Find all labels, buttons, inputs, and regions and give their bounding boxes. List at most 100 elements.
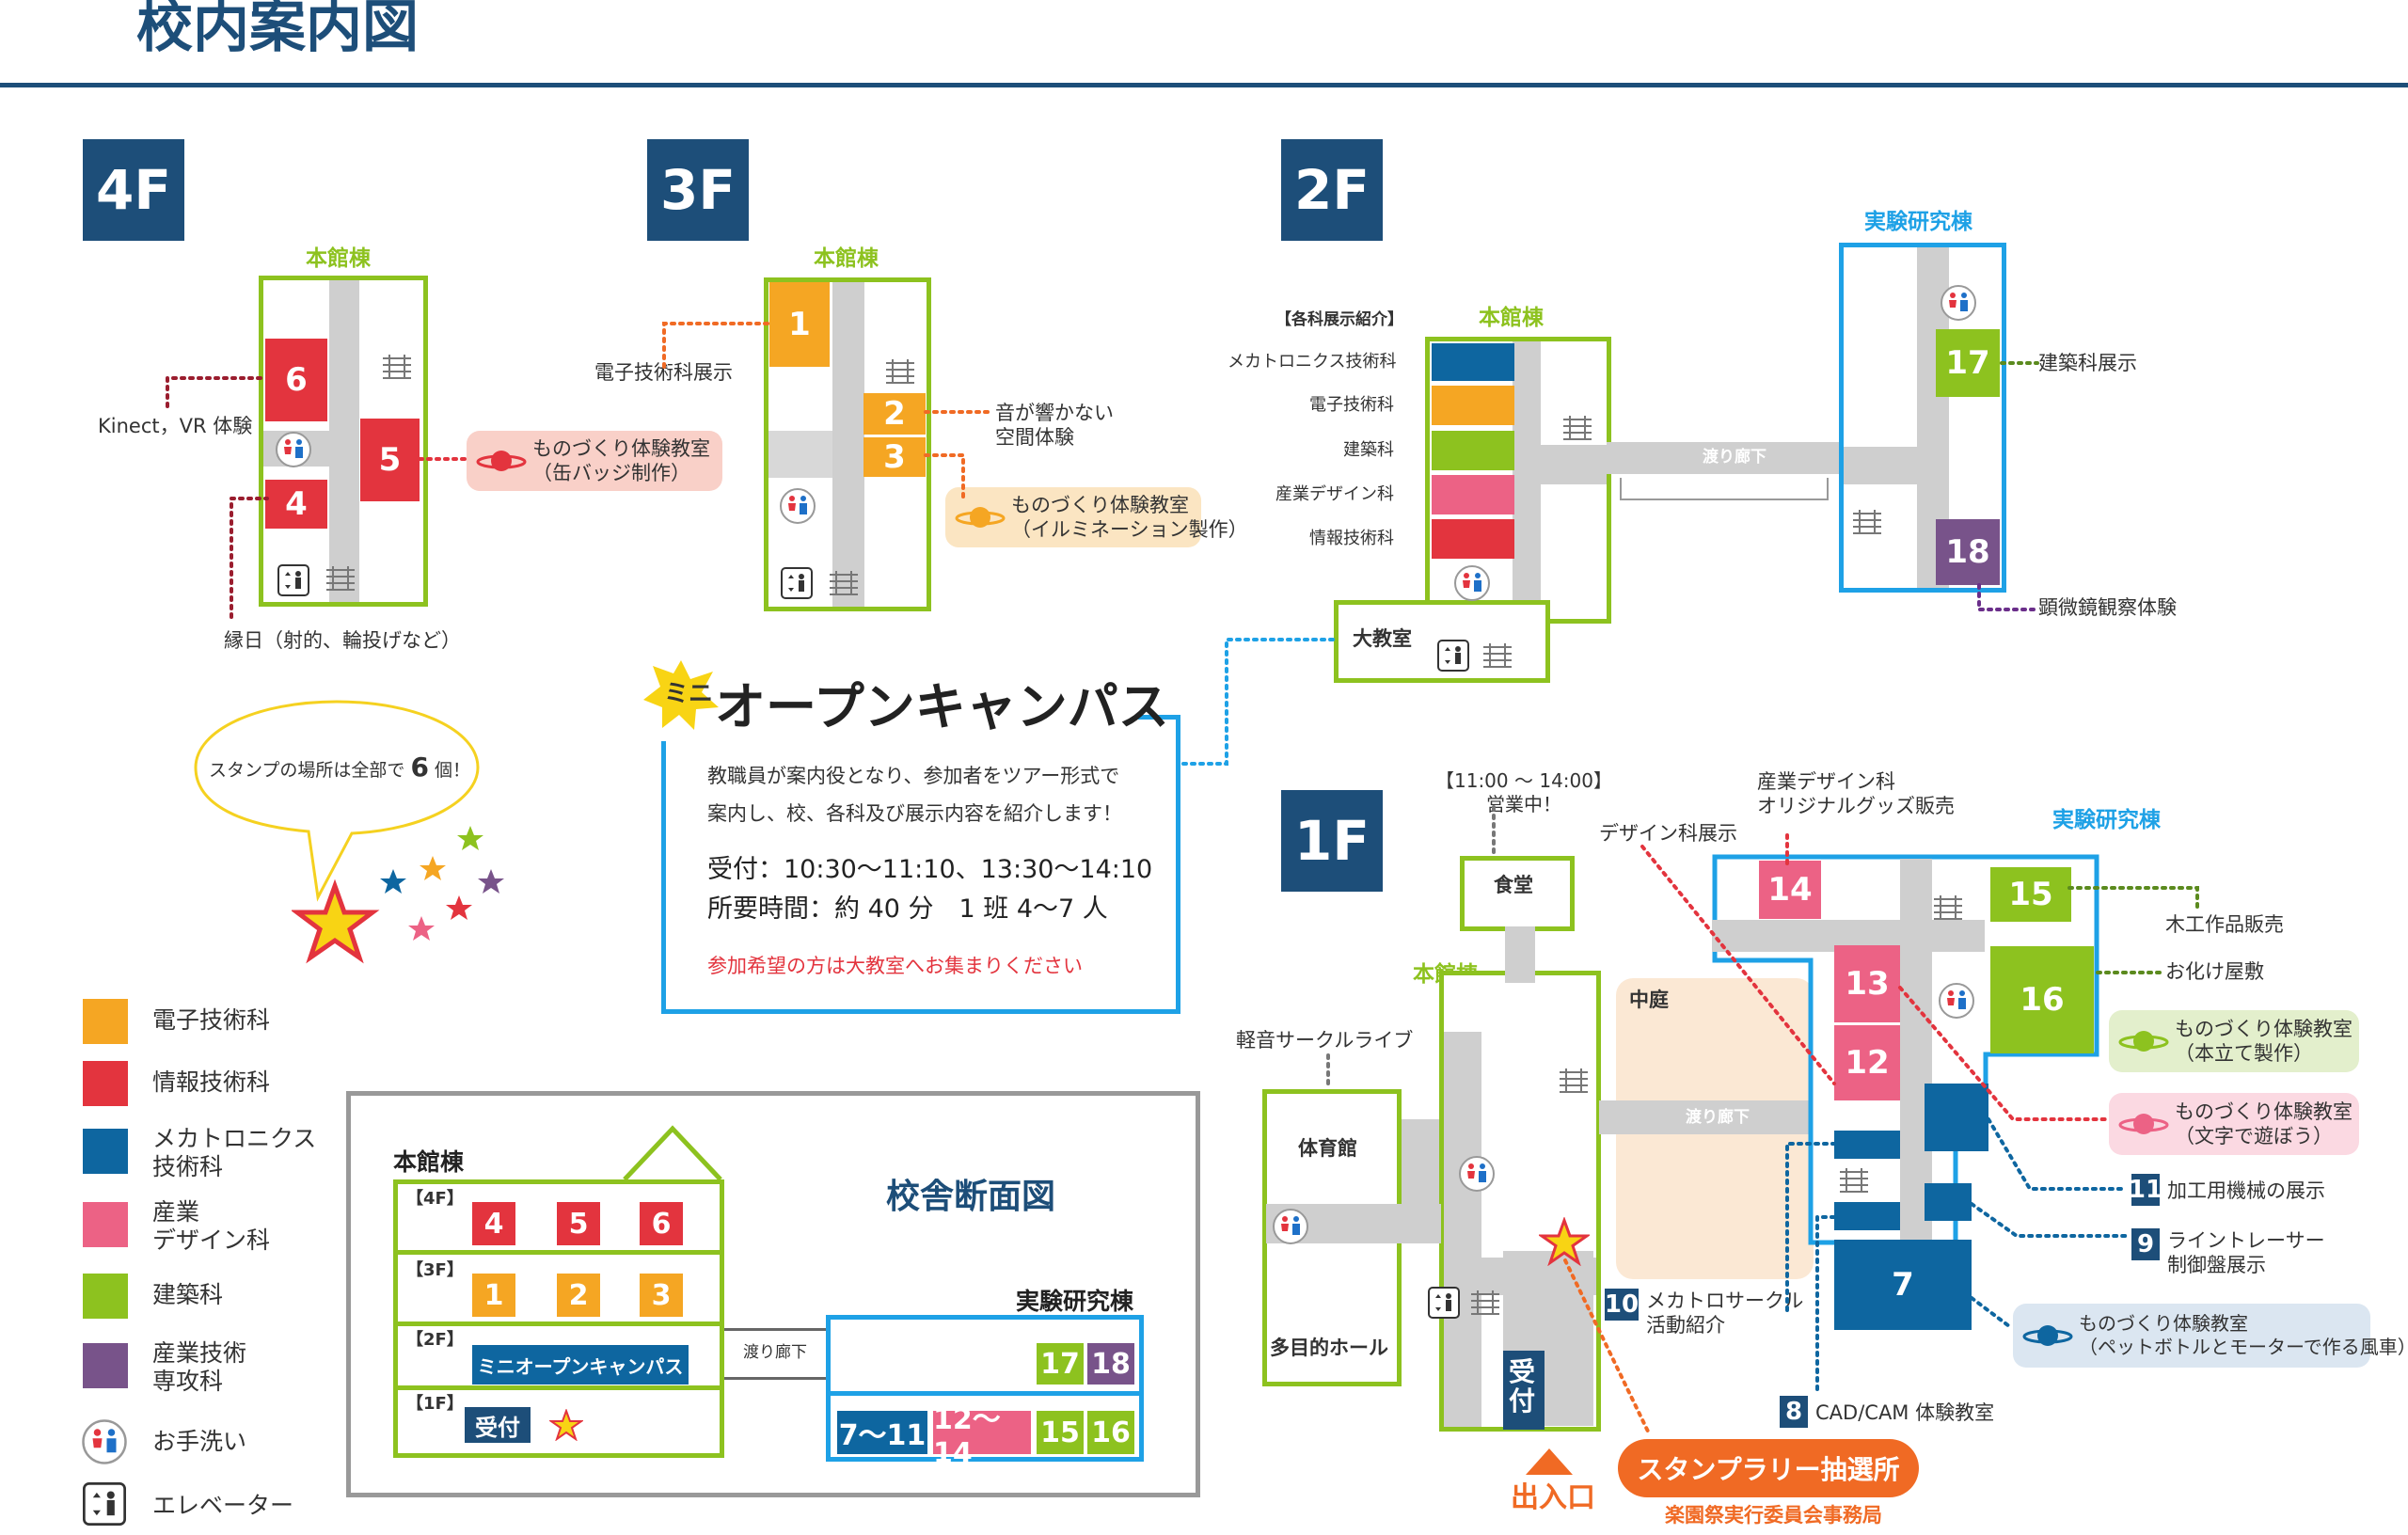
stairs-icon (1851, 508, 1883, 536)
title-rule (0, 83, 2408, 87)
stamp-note-post: 個！ (428, 760, 471, 781)
label-monozukuri-fusha: ものづくり体験教室 （ペットボトルとモーターで作る風車） (2079, 1312, 2408, 1358)
star-icon (1539, 1217, 1590, 1266)
floor-divider (831, 1391, 1139, 1396)
building-label-lab-1f: 実験研究棟 (2052, 808, 2161, 832)
floor-divider (398, 1321, 720, 1326)
room-8[interactable] (1834, 1202, 1900, 1230)
section-room-17: 17 (1037, 1343, 1084, 1385)
section-watari: 渡り廊下 (743, 1343, 807, 1362)
room-3[interactable]: 3 (863, 437, 926, 477)
room-13[interactable]: 13 (1834, 945, 1900, 1022)
section-room-7-11: 7～11 (837, 1411, 927, 1454)
stamp-note-pre: スタンプの場所は全部で (209, 760, 411, 781)
room-14[interactable]: 14 (1759, 861, 1821, 919)
label-ennichi: 縁日（射的、輪投げなど） (224, 629, 461, 652)
stairs-icon (1838, 1166, 1870, 1195)
restroom-icon (1938, 982, 1975, 1020)
label-kinect: Kinect，VR 体験 (98, 415, 253, 437)
room-18[interactable]: 18 (1936, 519, 2000, 585)
dept-block-mecha (1432, 343, 1514, 381)
room-12[interactable]: 12 (1834, 1025, 1900, 1100)
restroom-icon (1272, 1208, 1309, 1245)
legend-label-elevator: エレベーター (152, 1492, 294, 1519)
label-shokudo-time: 【11:00 ～ 14:00】 営業中！ (1435, 769, 1612, 815)
legend-swatch-senkoka (83, 1343, 128, 1388)
label-dept-joho: 情報技術科 (1309, 529, 1394, 548)
section-bridge-line (724, 1377, 828, 1380)
legend-swatch-denshi (83, 999, 128, 1044)
planet-icon (2118, 1114, 2169, 1134)
page-title: 校内案内図 (136, 0, 419, 60)
dept-block-kenchiku (1432, 431, 1514, 470)
label-nakaniwa: 中庭 (1629, 989, 1669, 1011)
room-15[interactable]: 15 (1990, 867, 2071, 922)
planet-icon (955, 507, 1006, 528)
stars-decoration (292, 818, 517, 969)
floor-badge-2f: 2F (1281, 139, 1383, 241)
building-label-main-2f: 本館棟 (1479, 306, 1544, 330)
stamp-speech-bubble (188, 696, 485, 903)
monozukuri-bubble-3f: ものづくり体験教室 （イルミネーション製作） (945, 487, 1248, 547)
section-room-5: 5 (557, 1202, 600, 1245)
planet-icon (2022, 1325, 2073, 1346)
stairs-icon (381, 353, 413, 381)
legend-label-restroom: お手洗い (152, 1428, 247, 1455)
corridor (1513, 445, 1607, 484)
corridor (1444, 1032, 1481, 1427)
room-17[interactable]: 17 (1936, 329, 2000, 397)
room-5[interactable]: 5 (360, 419, 420, 501)
mini-badge-star (642, 658, 721, 730)
legend-label-denshi: 電子技術科 (152, 1006, 271, 1034)
uketsuke-box[interactable] (1503, 1351, 1545, 1430)
label-kenbikyo: 顕微鏡観察体験 (2038, 596, 2177, 619)
section-room-15: 15 (1037, 1411, 1084, 1454)
watari-rouka-2f (1607, 442, 1844, 474)
legend-swatch-mecha (83, 1129, 128, 1174)
dept-block-sangyo (1432, 475, 1514, 514)
monozukuri-bubble-fusha: ものづくり体験教室 （ペットボトルとモーターで作る風車） (2013, 1304, 2408, 1368)
room-6[interactable]: 6 (265, 339, 327, 421)
monozukuri-bubble-hondate: ものづくり体験教室 （本立て製作） (2109, 1010, 2359, 1072)
room-1[interactable]: 1 (769, 282, 830, 367)
stairs-icon (1932, 894, 1964, 922)
legend-label-mecha: メカトロニクス 技術科 (152, 1125, 317, 1180)
label-monozukuri-hondate: ものづくり体験教室 （本立て製作） (2175, 1017, 2353, 1065)
open-campus-title-bg (649, 685, 1138, 741)
stairs-icon (884, 357, 916, 386)
room-badge-11: 11 (2129, 1174, 2162, 1206)
label-design-tenji: デザイン科展示 (1599, 822, 1737, 845)
section-room-4: 4 (472, 1202, 515, 1245)
label-jimukyoku: 楽園祭実行委員会事務局 (1665, 1504, 1882, 1527)
corridor (768, 431, 832, 478)
stairs-icon (1481, 641, 1513, 670)
label-obake: お化け屋敷 (2165, 960, 2264, 983)
label-deiriguchi: 出入口 (1511, 1481, 1595, 1514)
building-label-main-4f: 本館棟 (306, 246, 371, 271)
floor-badge-1f: 1F (1281, 790, 1383, 892)
legend-label-senkoka: 産業技術 専攻科 (152, 1339, 247, 1395)
stamp-note-num: 6 (410, 752, 429, 783)
room-16[interactable]: 16 (1990, 946, 2094, 1053)
room-2[interactable]: 2 (863, 393, 926, 435)
section-room-16: 16 (1087, 1411, 1134, 1454)
stamp-lottery-button[interactable]: スタンプラリー抽選所 (1618, 1439, 1919, 1497)
label-monozukuri-badge: ものづくり体験教室 （缶バッジ制作） (532, 436, 710, 484)
room-badge-10: 10 (1605, 1289, 1639, 1321)
corridor (832, 282, 864, 607)
entrance-arrow-icon (1526, 1448, 1573, 1477)
label-shokudo: 食堂 (1494, 874, 1533, 896)
room-11[interactable] (1925, 1084, 1988, 1151)
room-7[interactable]: 7 (1834, 1240, 1972, 1330)
room-4[interactable]: 4 (265, 480, 327, 529)
section-room-18: 18 (1087, 1343, 1134, 1385)
label-mecha-text: メカトロサークル 活動紹介 (1646, 1290, 1804, 1337)
elevator-icon (1437, 640, 1469, 672)
label-stamp-lottery: スタンプラリー抽選所 (1637, 1454, 1900, 1485)
label-watari-1f: 渡り廊下 (1686, 1108, 1750, 1127)
room-10[interactable] (1925, 1183, 1972, 1221)
elevator-icon (83, 1482, 126, 1526)
corridor (1505, 926, 1535, 983)
